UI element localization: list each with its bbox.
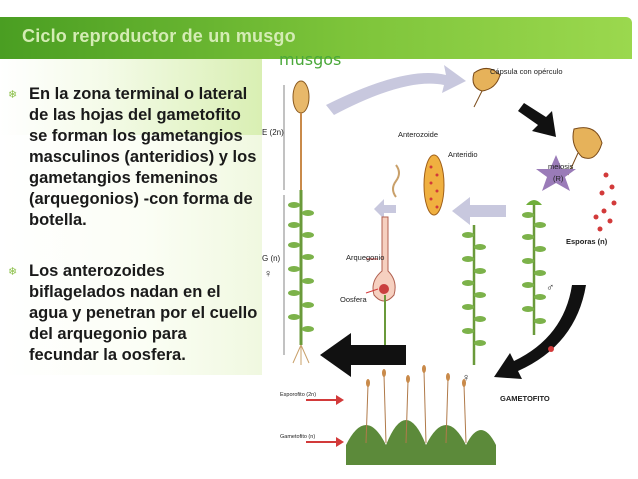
meiosis-star [536,155,576,191]
bullet-item: ❄ En la zona terminal o lateral de las h… [8,84,260,231]
legend-arrow-icon [306,437,344,447]
left-panel-highlight [0,59,262,135]
snowflake-bullet-icon: ❄ [8,266,18,278]
archegonium [372,216,396,345]
arrow-gray-left-icon [452,197,506,225]
slide-title: Ciclo reproductor de un musgo [22,26,296,46]
male-symbol: ♂ [546,282,555,294]
female-symbol-2: ♀ [462,372,471,384]
label-meiosis-r: (R) [553,174,564,183]
spore-capsule [567,127,617,232]
antherozoid [392,164,400,198]
gametophyte-male [522,200,554,352]
label-e2n: E (2n) [262,128,284,137]
moss-clump [346,365,496,465]
arrow-black-left-icon [320,333,406,377]
legend-arrow-icon [306,395,344,405]
label-esporofito: Esporofito (2n) [280,392,317,398]
label-gn: G (n) [262,254,281,263]
label-oosfera: Oosfera [340,295,367,304]
diagram-heading: musgos [279,50,342,69]
label-meiosis: meiosis [548,162,574,171]
label-anteridio: Anteridio [448,150,478,159]
gametophyte-female [462,225,486,365]
left-panel-shade [0,135,262,375]
bullet-item: ❄ Los anterozoides biflagelados nadan en… [8,261,260,366]
arrow-black-bottom-icon [494,285,586,379]
female-symbol: ♀ [264,268,273,280]
label-anterozoide: Anterozoide [398,130,439,139]
bullet-text: En la zona terminal o lateral de las hoj… [29,85,257,229]
snowflake-bullet-icon: ❄ [8,89,18,101]
label-gametofito-n: Gametofito (n) [280,434,316,440]
bullet-list: ❄ En la zona terminal o lateral de las h… [8,84,260,366]
anteridium [423,154,445,216]
arrow-top-icon [326,65,466,115]
arrow-gray-left-icon [374,199,396,219]
sporophyte-plant [283,80,314,365]
label-arquegonio: Arquegonio [346,253,385,262]
label-capsula: Cápsula con opérculo [490,67,563,76]
arrow-black-right-icon [518,103,556,137]
bullet-text: Los anterozoides biflagelados nadan en e… [29,262,258,364]
capsule-operculum [472,68,501,108]
title-bar [0,17,632,59]
moss-life-cycle-diagram [283,65,617,465]
label-gametofito: GAMETOFITO [500,394,550,403]
label-esporas: Esporas (n) [566,237,608,246]
